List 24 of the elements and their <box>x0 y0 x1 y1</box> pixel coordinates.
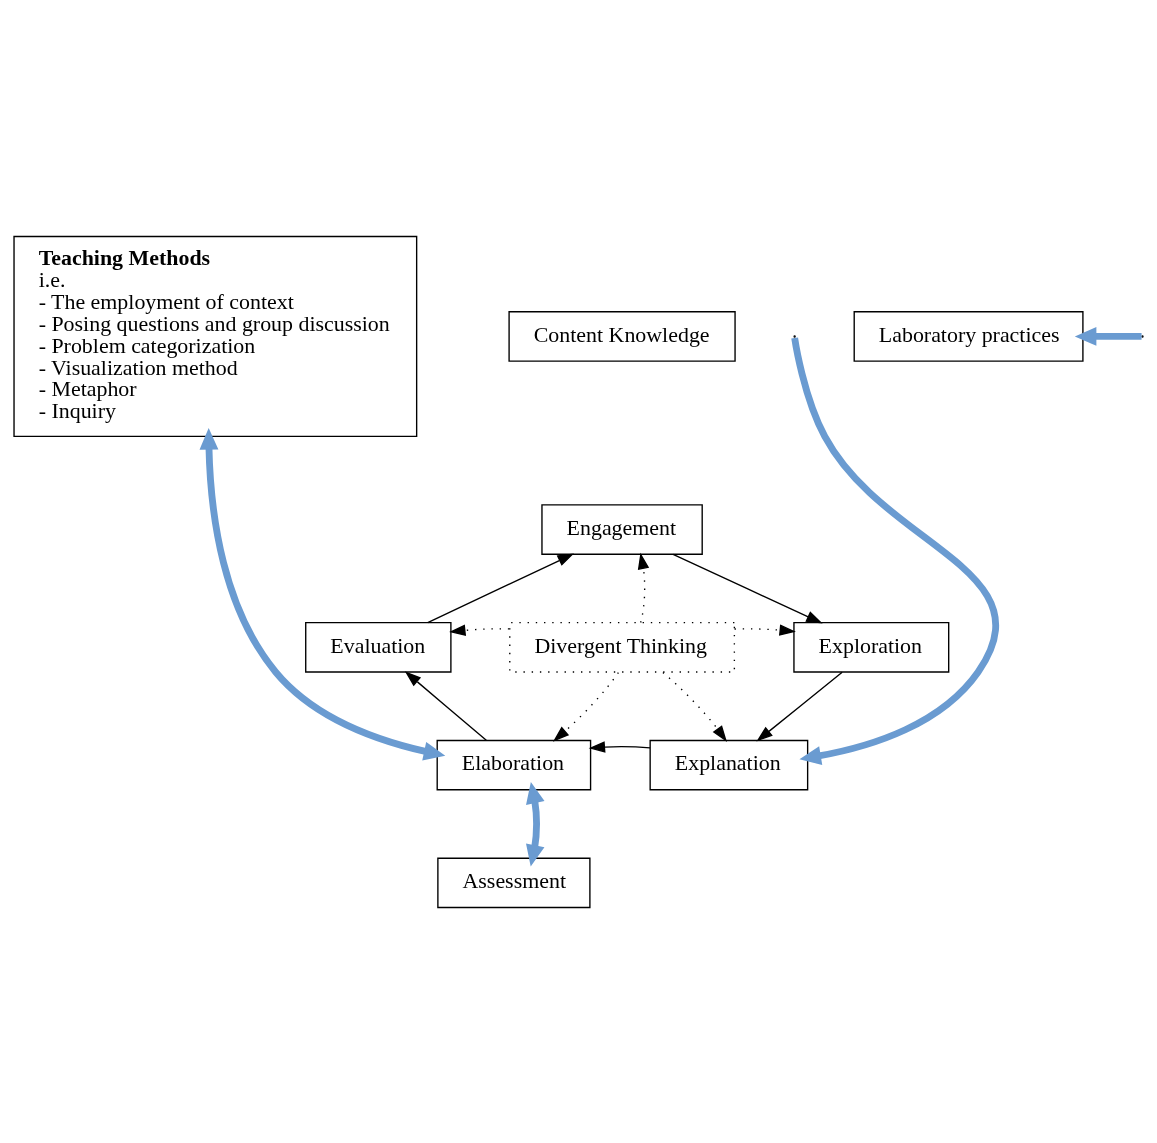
node-box: Teaching Methods i.e. - The employment of context - Posing questions and group discussion - Problem categorization - Visualization method - Metaphor - Inquiry <box>13 235 418 437</box>
arrow <box>526 781 545 866</box>
arrow <box>1074 326 1142 346</box>
arrow <box>427 553 575 623</box>
arrow <box>449 624 510 636</box>
arrow <box>756 671 843 741</box>
node-box: Engagement <box>541 503 703 555</box>
arrow <box>733 623 796 636</box>
node-box: Evaluation <box>305 621 452 673</box>
arrow <box>791 336 999 765</box>
arrow <box>662 671 727 742</box>
node-box: Explanation <box>649 739 809 790</box>
arrow <box>637 552 650 623</box>
node-box: Content Knowledge <box>508 310 736 362</box>
node-box: Elaboration <box>436 739 592 790</box>
node-box: Divergent Thinking <box>509 621 736 673</box>
arrow <box>588 740 651 753</box>
arrow <box>404 670 487 741</box>
arrow <box>552 671 620 742</box>
arrow <box>672 553 823 623</box>
arrow <box>199 427 446 760</box>
node-box: Assessment <box>437 857 591 908</box>
node-box: Exploration <box>793 621 950 673</box>
node-box: Laboratory practices <box>853 310 1084 362</box>
